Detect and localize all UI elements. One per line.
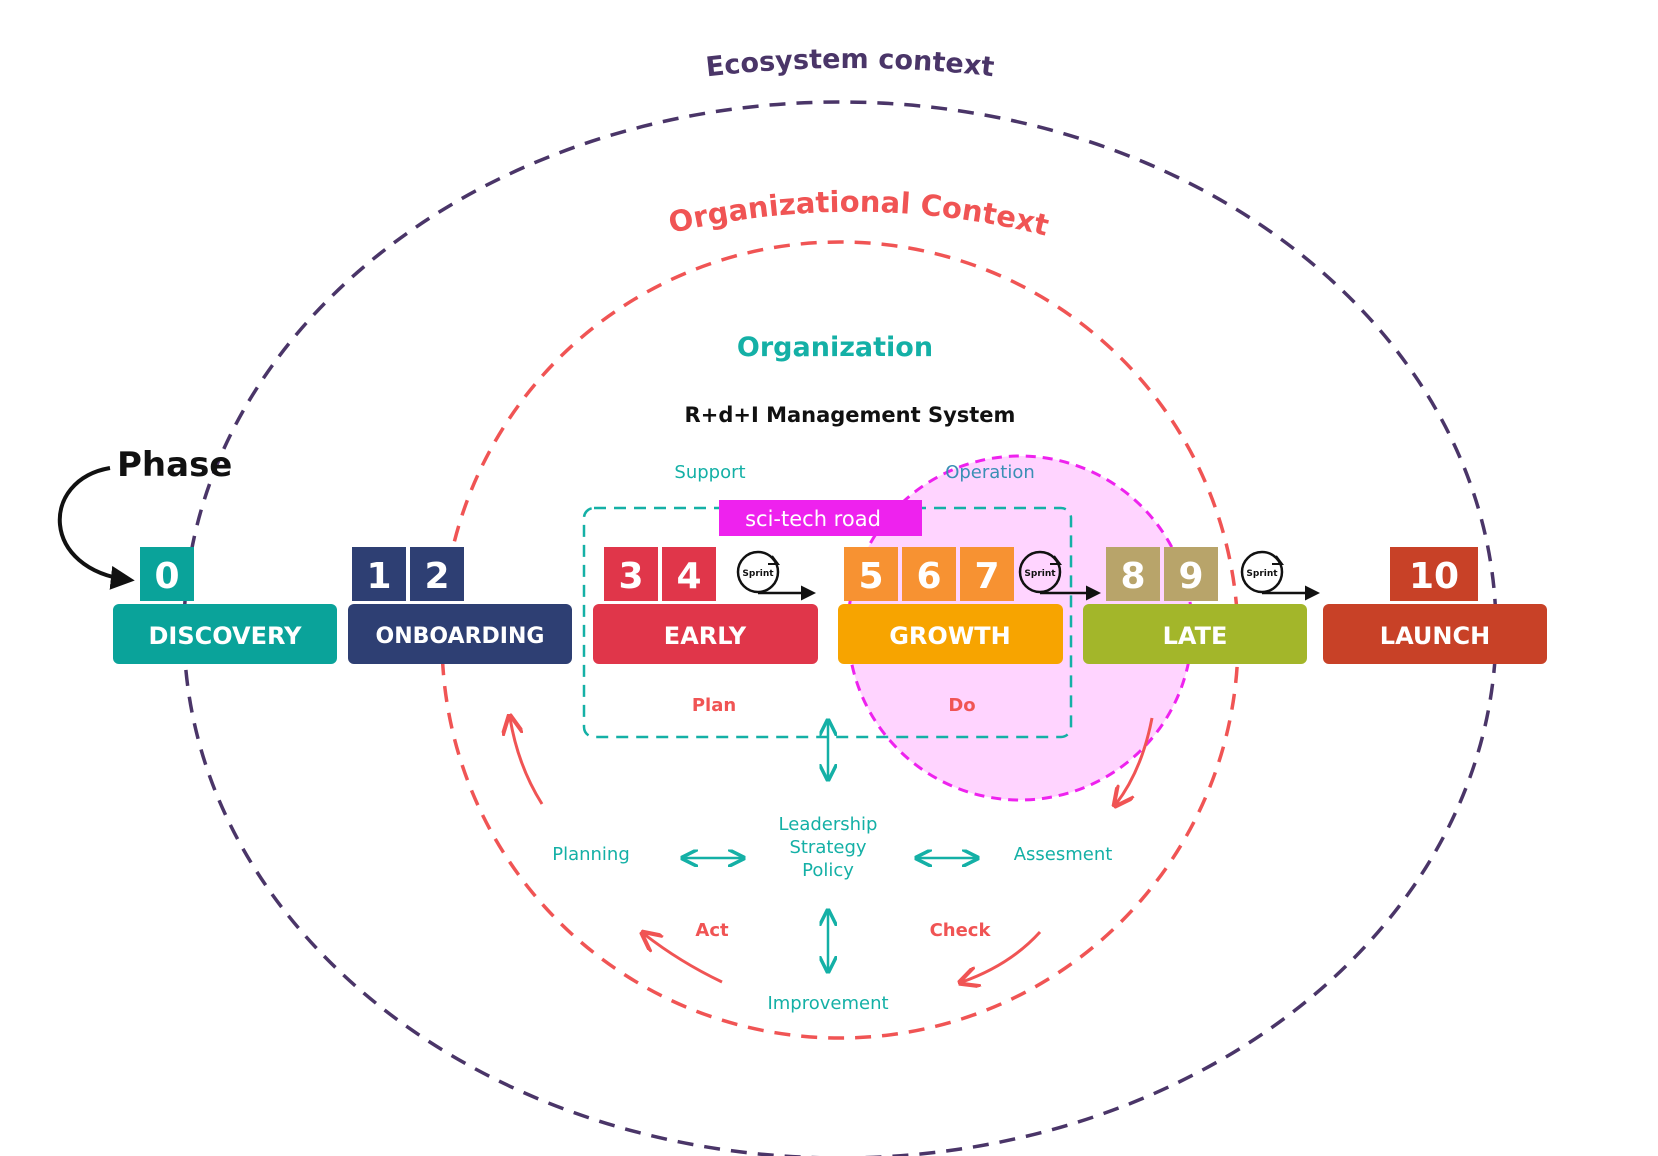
leadership-label: Leadership <box>779 814 878 835</box>
cycle-arrow-planning <box>510 718 544 805</box>
launch-number: 10 <box>1409 556 1459 597</box>
assesment-label: Assesment <box>1014 844 1113 865</box>
cycle-arrow-late-to-check <box>1116 717 1154 804</box>
cycle-arrow-check <box>962 930 1042 982</box>
late-label: LATE <box>1163 622 1228 650</box>
growth-number-box-5 <box>844 547 898 601</box>
scitech-road-tag <box>719 500 922 536</box>
discovery-number-box <box>140 547 194 601</box>
late-stage[interactable] <box>1083 604 1307 664</box>
operation-label: Operation <box>945 462 1035 483</box>
growth-number-5: 5 <box>858 556 883 597</box>
late-number-9: 9 <box>1178 556 1203 597</box>
strategy-label: Strategy <box>789 837 866 858</box>
early-number-box-4 <box>662 547 716 601</box>
act-label: Act <box>695 920 729 941</box>
scitech-road-label: sci-tech road <box>745 507 881 531</box>
discovery-stage[interactable] <box>113 604 337 664</box>
onboarding-stage[interactable] <box>348 604 572 664</box>
phase-label: Phase <box>117 445 232 485</box>
check-label: Check <box>930 920 992 941</box>
early-label: EARLY <box>664 622 747 650</box>
management-system-title: R+d+I Management System <box>685 403 1016 427</box>
sprint-icon: Sprint <box>1018 550 1101 601</box>
onboarding-number-1: 1 <box>366 556 391 597</box>
growth-label: GROWTH <box>889 622 1011 650</box>
early-number-box-3 <box>604 547 658 601</box>
late-number-8: 8 <box>1120 556 1145 597</box>
sprint-icon: Sprint <box>736 550 816 601</box>
early-number-3: 3 <box>618 556 643 597</box>
late-number-box-8 <box>1106 547 1160 601</box>
launch-label: LAUNCH <box>1380 622 1490 650</box>
sprint-label: Sprint <box>1246 569 1278 579</box>
phase-arrow <box>57 466 135 590</box>
organization-title: Organization <box>737 332 933 363</box>
growth-number-6: 6 <box>916 556 941 597</box>
sprint-label: Sprint <box>1024 569 1056 579</box>
launch-number-box <box>1390 547 1478 601</box>
growth-number-box-7 <box>960 547 1014 601</box>
organizational-context-title: Organizational Context <box>665 185 1052 243</box>
do-label: Do <box>948 695 975 716</box>
support-label: Support <box>674 462 745 483</box>
growth-stage[interactable] <box>838 604 1063 664</box>
cycle-arrow-act <box>644 934 723 984</box>
planning-label: Planning <box>552 844 630 865</box>
discovery-label: DISCOVERY <box>148 622 302 650</box>
late-number-box-9 <box>1164 547 1218 601</box>
onboarding-number-2: 2 <box>424 556 449 597</box>
early-number-4: 4 <box>676 556 701 597</box>
plan-label: Plan <box>692 695 736 716</box>
growth-number-7: 7 <box>974 556 999 597</box>
early-stage[interactable] <box>593 604 818 664</box>
onboarding-number-box-1 <box>352 547 406 601</box>
growth-number-box-6 <box>902 547 956 601</box>
onboarding-number-box-2 <box>410 547 464 601</box>
launch-stage[interactable] <box>1323 604 1547 664</box>
ecosystem-context-title: Ecosystem context <box>704 44 996 83</box>
policy-label: Policy <box>802 860 854 881</box>
improvement-label: Improvement <box>767 993 888 1014</box>
sprint-label: Sprint <box>742 569 774 579</box>
discovery-number: 0 <box>154 556 179 597</box>
onboarding-label: ONBOARDING <box>376 624 545 649</box>
sprint-icon: Sprint <box>1240 550 1320 601</box>
